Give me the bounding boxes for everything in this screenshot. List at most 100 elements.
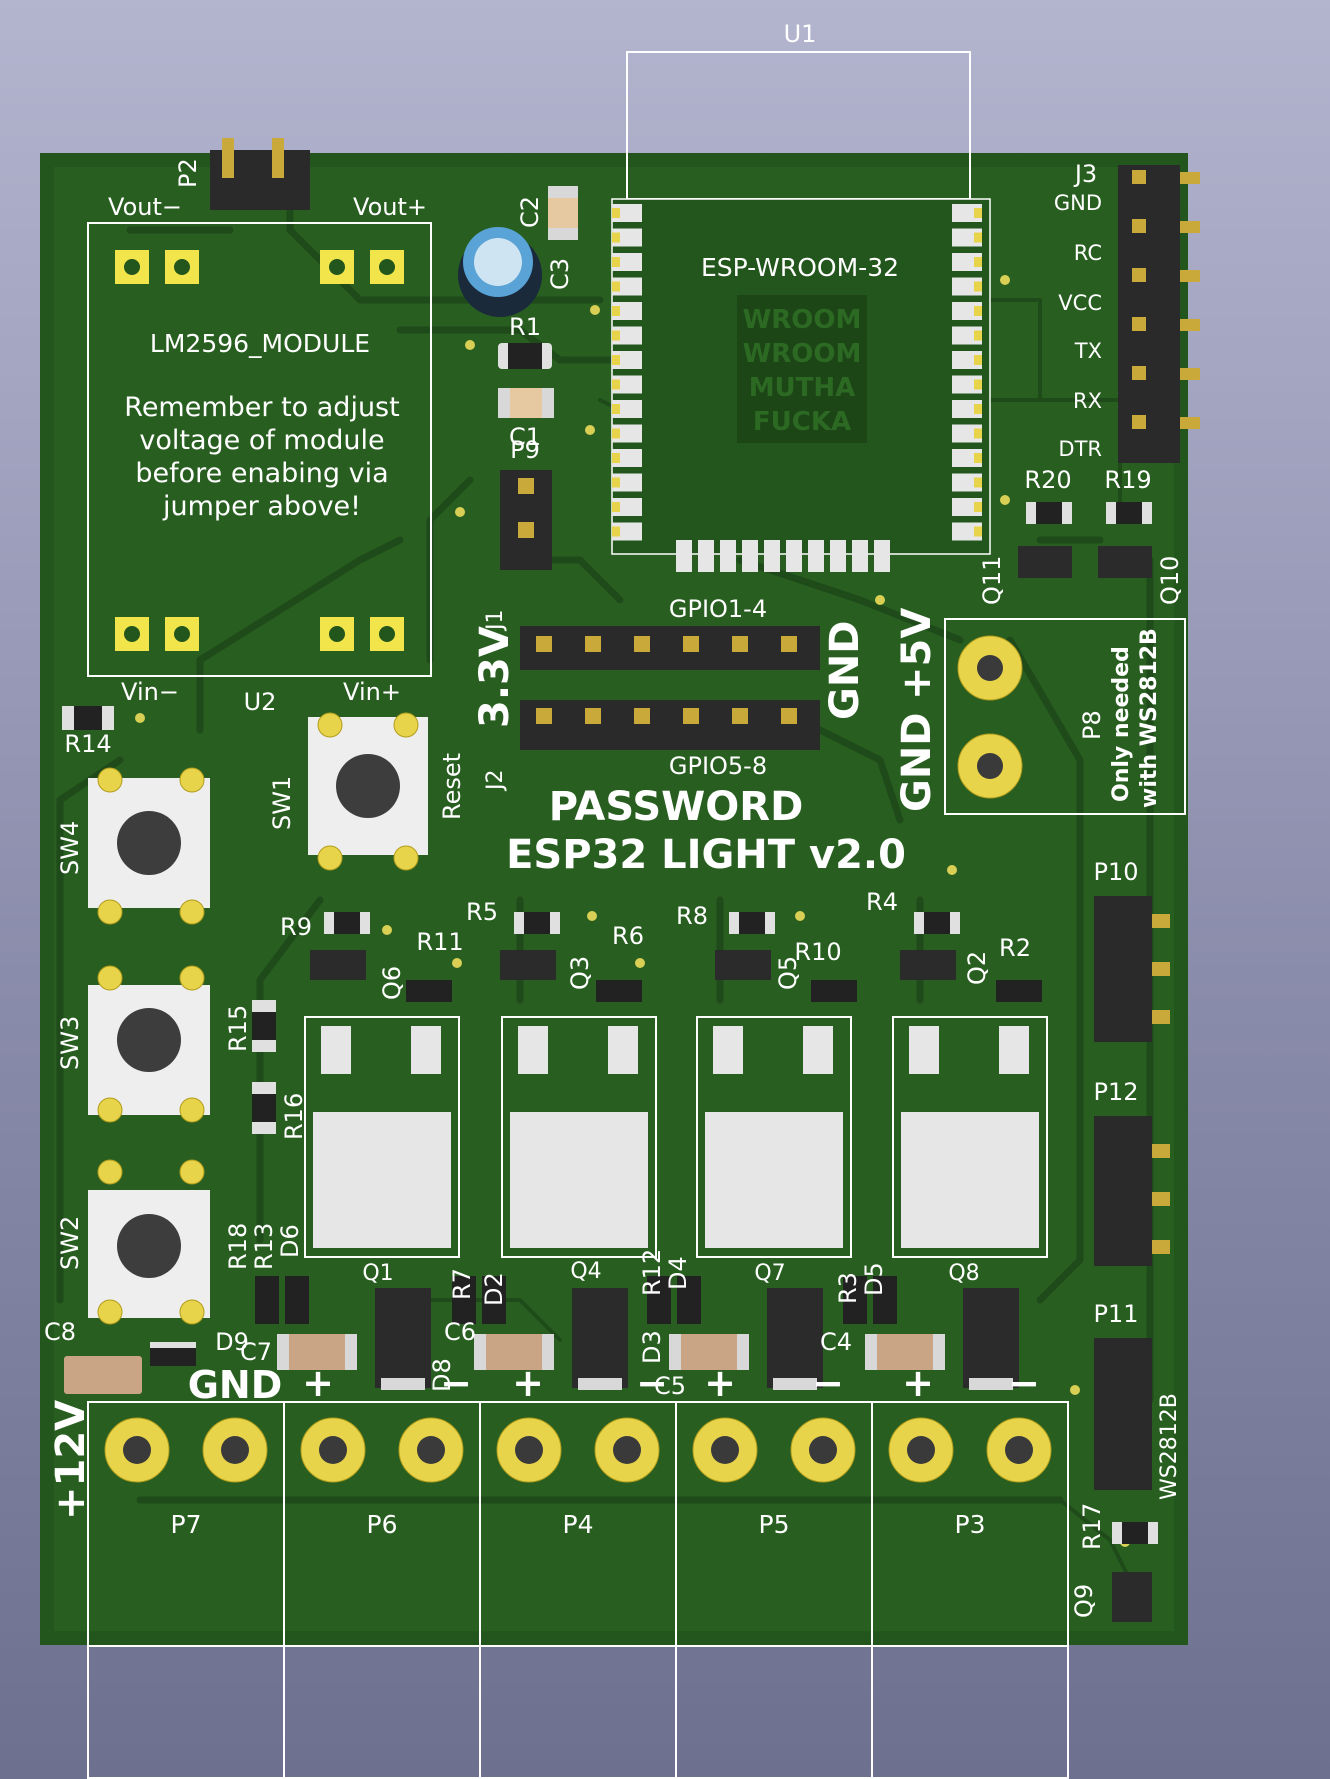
- driver-resistor: [996, 980, 1042, 1002]
- r10-ref: R10: [794, 938, 841, 966]
- driver-resistor-end: [550, 912, 560, 934]
- esp-bottom-pad: [742, 540, 758, 572]
- j3-pin: [1180, 319, 1200, 331]
- r4-ref: R4: [866, 888, 898, 916]
- j1-pin: [732, 636, 748, 652]
- led: [677, 1276, 701, 1324]
- mosfet-outline: [892, 1016, 1048, 1258]
- gpio1-label: GPIO1-4: [669, 595, 767, 623]
- j2-pin: [732, 708, 748, 724]
- esp-bottom-pad: [698, 540, 714, 572]
- j1-ref: J1: [483, 610, 508, 633]
- mosfet-drain-tab: [705, 1112, 843, 1248]
- gpio-headers: GPIO1-4 J1 GPIO5-8 J2 3.3V GND: [472, 595, 868, 792]
- r1-ref: R1: [509, 313, 541, 341]
- esp-pad-copper: [612, 330, 620, 341]
- mosfet-gate-pad: [713, 1026, 743, 1074]
- driver-resistor-end: [914, 912, 924, 934]
- c1-ref: C1: [509, 423, 541, 451]
- q3-ref: Q3: [566, 956, 594, 990]
- cap-end: [737, 1334, 749, 1370]
- cap-end: [933, 1334, 945, 1370]
- d5-ref: D5: [860, 1262, 888, 1296]
- q8-ref: Q8: [948, 1261, 979, 1286]
- cap-end: [542, 1334, 554, 1370]
- q5-ref: Q5: [774, 956, 802, 990]
- q1-ref: Q1: [362, 1261, 393, 1286]
- vout-minus-label: Vout−: [108, 193, 182, 221]
- terminal-minus-mark: −: [440, 1361, 472, 1405]
- terminal-hole: [907, 1436, 935, 1464]
- p10-ref: P10: [1093, 858, 1138, 886]
- c2-ref: C2: [516, 196, 544, 228]
- diode-lead: [773, 1378, 817, 1390]
- cap-end: [669, 1334, 681, 1370]
- q9-ref: Q9: [1070, 1584, 1098, 1618]
- driver-resistor-end: [950, 912, 960, 934]
- mosfet-drain-tab: [313, 1112, 451, 1248]
- driver-resistor: [324, 912, 370, 934]
- r7-ref: R7: [448, 1268, 476, 1300]
- vin-minus-label: Vin−: [121, 678, 179, 706]
- d8-ref: D8: [428, 1358, 456, 1392]
- terminal-hole: [515, 1436, 543, 1464]
- j3-header: J3 GND RC VCC TX RX DTR: [1054, 160, 1200, 463]
- esp-pad-copper: [612, 502, 620, 512]
- module-note-4: jumper above!: [162, 491, 361, 522]
- r14-ref: R14: [64, 730, 111, 758]
- p2-jumper: P2: [174, 138, 310, 210]
- logo-line-2: WROOM: [743, 339, 862, 369]
- j3-ref: J3: [1073, 160, 1097, 188]
- j3-pin-dtr: DTR: [1058, 437, 1102, 461]
- mosfet-outline: [696, 1016, 852, 1258]
- q7-ref: Q7: [754, 1261, 785, 1286]
- r16-ref: R16: [280, 1093, 308, 1140]
- j2-ref: J2: [483, 770, 508, 793]
- output-capacitor: [277, 1334, 357, 1370]
- esp-pad-copper: [974, 257, 982, 267]
- u1-ref: U1: [784, 20, 817, 48]
- terminal-p4: P4: [563, 1510, 594, 1539]
- r17-ref: R17: [1078, 1503, 1106, 1550]
- d4-ref: D4: [664, 1256, 692, 1290]
- esp-pad-copper: [612, 404, 620, 414]
- switch-resistors: R14 R15 R16 R18 R13 D6: [62, 706, 308, 1270]
- d6-ref: D6: [276, 1224, 304, 1258]
- esp-pad-copper: [974, 208, 982, 218]
- driver-resistor-end: [514, 912, 524, 934]
- logo-line-4: FUCKA: [753, 407, 851, 437]
- esp-right-pads: [952, 204, 982, 541]
- mosfet-outline: [501, 1016, 657, 1258]
- module-note-1: Remember to adjust: [124, 392, 399, 423]
- 3v3-label: 3.3V: [472, 626, 518, 728]
- terminal-hole: [123, 1436, 151, 1464]
- driver-resistor-end: [324, 912, 334, 934]
- sw3: SW3: [56, 965, 210, 1123]
- mosfet-outline: [304, 1016, 460, 1258]
- diode-lead: [969, 1378, 1013, 1390]
- driver-resistor-end: [765, 912, 775, 934]
- p8-plus5v-label: +5V: [894, 608, 940, 700]
- j1-pin: [683, 636, 699, 652]
- led-resistor: [843, 1276, 867, 1324]
- esp-pad-copper: [974, 453, 982, 463]
- esp-bottom-pad: [786, 540, 802, 572]
- driver-refs: R9 R11 Q6 R5 R6 Q3 R8 R10 Q5 R4 R2 Q2: [280, 888, 1031, 1000]
- wroom-logo-block: [737, 295, 867, 443]
- terminal-hole: [221, 1436, 249, 1464]
- esp-pad-copper: [974, 526, 982, 537]
- terminal-plus-mark: +: [512, 1361, 544, 1405]
- q6-ref: Q6: [378, 966, 406, 1000]
- j3-pin: [1180, 417, 1200, 429]
- logo-line-1: WROOM: [743, 305, 862, 335]
- r5-ref: R5: [466, 898, 498, 926]
- esp-pad-copper: [612, 257, 620, 267]
- esp-pad-copper: [612, 208, 620, 218]
- j1-pin: [781, 636, 797, 652]
- mosfet-drain-tab: [901, 1112, 1039, 1248]
- esp-bottom-pad: [874, 540, 890, 572]
- p8-ref: P8: [1078, 710, 1106, 740]
- j3-pin: [1180, 270, 1200, 282]
- terminal-p5: P5: [759, 1510, 790, 1539]
